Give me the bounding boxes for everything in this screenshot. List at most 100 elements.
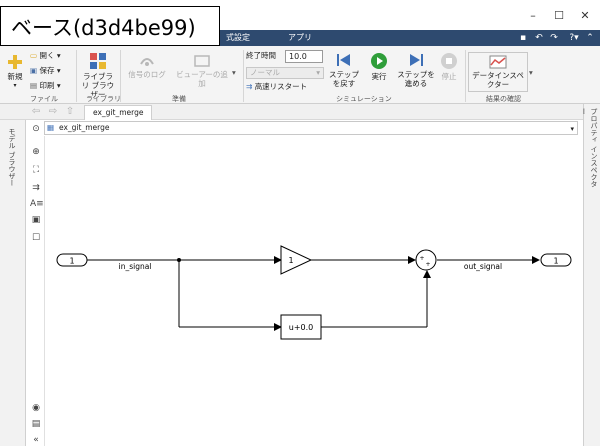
printer-icon: ▤: [30, 81, 38, 90]
new-plus-icon: [8, 55, 22, 69]
add-viewer-button[interactable]: ビューアーの追加: [174, 54, 230, 88]
stop-time-input[interactable]: 10.0: [285, 50, 323, 63]
library-browser-label: ライブラリ ブラウザー: [81, 72, 115, 99]
new-label: 新規: [7, 72, 23, 81]
hide-browser-icon[interactable]: ⊙: [32, 124, 40, 134]
annotation-icon[interactable]: A≡: [30, 199, 44, 209]
bias-block[interactable]: u+0.0: [280, 314, 322, 340]
save-label: 保存: [39, 66, 55, 75]
model-canvas[interactable]: 1 in_signal 1 u+0.0 + + out_signal: [44, 136, 580, 446]
simulation-mode-select[interactable]: ノーマル▾: [246, 67, 324, 79]
step-back-icon: [337, 54, 350, 66]
signal-log-label: 信号のログ: [128, 70, 166, 79]
gain-block[interactable]: 1: [280, 245, 313, 275]
model-browser-tab[interactable]: モデル ブラウザー: [8, 128, 16, 187]
out-signal-label[interactable]: out_signal: [464, 262, 502, 271]
fast-restart-icon: ⇉: [246, 82, 253, 91]
add-viewer-label: ビューアーの追加: [176, 70, 228, 88]
redo-icon[interactable]: ↷: [550, 33, 558, 43]
simulation-mode-value: ノーマル: [250, 68, 280, 77]
prepare-expand-icon[interactable]: ▾: [232, 68, 236, 77]
data-inspector-button[interactable]: データインスペクター: [468, 52, 528, 92]
inport-block[interactable]: 1: [56, 253, 88, 267]
save-quick-icon[interactable]: ▪: [519, 33, 527, 43]
step-forward-button[interactable]: ステップを進める: [396, 52, 436, 88]
viewer-icon: [194, 55, 210, 67]
open-button[interactable]: ▭ 開く ▾: [30, 51, 61, 60]
collapse-left-icon[interactable]: «: [33, 435, 39, 445]
right-panel: [583, 104, 600, 446]
separator: [465, 50, 466, 102]
save-button[interactable]: ▣ 保存 ▾: [30, 66, 61, 75]
stop-button[interactable]: 停止: [437, 52, 461, 81]
tab-settings[interactable]: 式設定: [226, 33, 250, 42]
help-icon[interactable]: ?▾: [569, 33, 579, 43]
run-button[interactable]: 実行: [364, 52, 394, 81]
sum-sign-bottom: +: [425, 261, 430, 268]
new-button[interactable]: 新規 ▾: [4, 54, 26, 90]
tab-ex-git-merge[interactable]: ex_git_merge: [84, 105, 153, 120]
left-toolbar: [0, 120, 26, 446]
up-arrow-icon[interactable]: ⇧: [65, 106, 75, 117]
library-browser-button[interactable]: ライブラリ ブラウザー: [80, 52, 116, 99]
block-diagram: 1 in_signal 1 u+0.0 + + out_signal: [56, 245, 572, 340]
floppy-icon: ▣: [30, 66, 38, 75]
run-label: 実行: [371, 72, 387, 81]
file-group-label: ファイル: [30, 95, 58, 103]
outport-number: 1: [553, 257, 558, 266]
signal-log-button[interactable]: 信号のログ: [124, 54, 170, 79]
gain-value: 1: [288, 256, 293, 265]
open-label: 開く: [39, 51, 55, 60]
stop-label: 停止: [441, 72, 457, 81]
print-button[interactable]: ▤ 印刷 ▾: [30, 81, 61, 90]
sum-sign-top: +: [419, 255, 424, 262]
run-icon: [371, 53, 387, 69]
library-group-label: ライブラリ: [86, 95, 121, 103]
review-expand-icon[interactable]: ▾: [529, 68, 533, 77]
library-grid-icon: [90, 53, 106, 69]
model-icon: ▦: [47, 123, 55, 132]
back-arrow-icon[interactable]: ⇦: [31, 106, 41, 117]
fit-to-view-icon[interactable]: ⛶: [32, 165, 40, 175]
in-signal-label[interactable]: in_signal: [119, 262, 152, 271]
tab-app[interactable]: アプリ: [288, 33, 312, 42]
stop-time-label: 終了時間: [246, 51, 276, 60]
undo-icon[interactable]: ↶: [535, 33, 543, 43]
signal-log-icon: [140, 58, 154, 66]
report-icon[interactable]: ▤: [31, 419, 41, 429]
forward-arrow-icon[interactable]: ⇨: [48, 106, 58, 117]
window-title: ベース(d3d4be99): [0, 6, 220, 46]
review-group-label: 結果の確認: [486, 95, 521, 103]
stop-icon: [441, 53, 457, 69]
property-inspector-tab[interactable]: プロパティ インスペクター: [580, 108, 598, 188]
address-text: ex_git_merge: [59, 123, 110, 132]
step-back-label: ステップを戻す: [329, 70, 359, 88]
inport-number: 1: [69, 257, 74, 266]
step-back-button[interactable]: ステップを戻す: [326, 52, 362, 88]
separator: [76, 50, 77, 102]
fast-restart-button[interactable]: ⇉ 高速リスタート: [246, 81, 307, 92]
folder-icon: ▭: [30, 51, 38, 60]
minimize-button[interactable]: –: [530, 9, 536, 22]
branch-point: [177, 258, 181, 262]
maximize-button[interactable]: ☐: [554, 9, 564, 22]
data-inspector-icon: [489, 55, 507, 69]
separator: [120, 50, 121, 102]
simulation-group-label: シミュレーション: [336, 95, 392, 103]
bias-expression: u+0.0: [289, 323, 314, 332]
close-button[interactable]: ✕: [580, 9, 590, 22]
print-label: 印刷: [39, 81, 55, 90]
screenshot-icon[interactable]: ◉: [32, 403, 40, 413]
zoom-icon[interactable]: ⊕: [32, 147, 40, 157]
image-icon[interactable]: ▣: [31, 215, 41, 225]
sum-block[interactable]: + +: [415, 249, 437, 271]
collapse-ribbon-icon[interactable]: ⌃: [586, 33, 594, 43]
address-dropdown-icon[interactable]: ▾: [570, 125, 574, 133]
model-address-bar[interactable]: ▦ ex_git_merge ▾: [44, 121, 578, 135]
outport-block[interactable]: 1: [540, 253, 572, 267]
signal-lines: [87, 256, 540, 331]
prepare-group-label: 準備: [172, 95, 186, 103]
arrow-right-icon[interactable]: ⇉: [32, 183, 40, 193]
area-icon[interactable]: ☐: [31, 233, 41, 243]
